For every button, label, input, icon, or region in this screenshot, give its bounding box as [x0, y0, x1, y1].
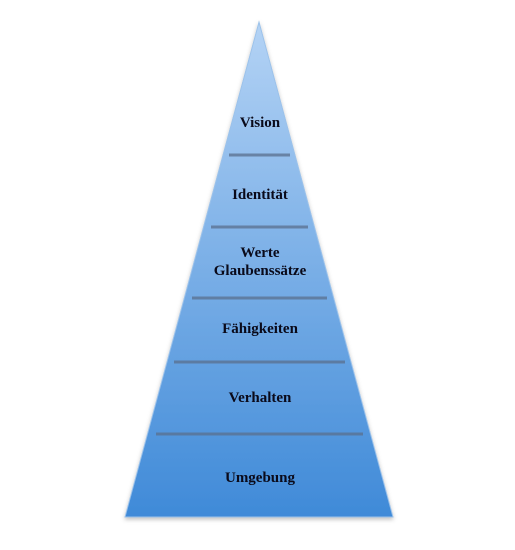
level-label-werte-line-2: Glaubenssätze: [213, 263, 307, 279]
level-label-verhalten: Verhalten: [160, 389, 360, 407]
level-label-umgebung-line-1: Umgebung: [224, 470, 295, 486]
level-label-vision-line-1: Vision: [239, 115, 281, 131]
level-label-faehigkeiten: Fähigkeiten: [160, 320, 360, 338]
level-label-werte-line-1: Werte: [240, 245, 280, 261]
level-label-umgebung: Umgebung: [160, 469, 360, 487]
level-label-werte: Werte Glaubenssätze: [160, 244, 360, 280]
level-label-vision: Vision: [160, 114, 360, 132]
pyramid-shape: [124, 20, 394, 518]
level-label-verhalten-line-1: Verhalten: [228, 390, 292, 406]
level-label-identitaet-line-1: Identität: [232, 187, 288, 203]
level-label-identitaet: Identität: [160, 186, 360, 204]
level-label-faehigkeiten-line-1: Fähigkeiten: [222, 321, 298, 337]
